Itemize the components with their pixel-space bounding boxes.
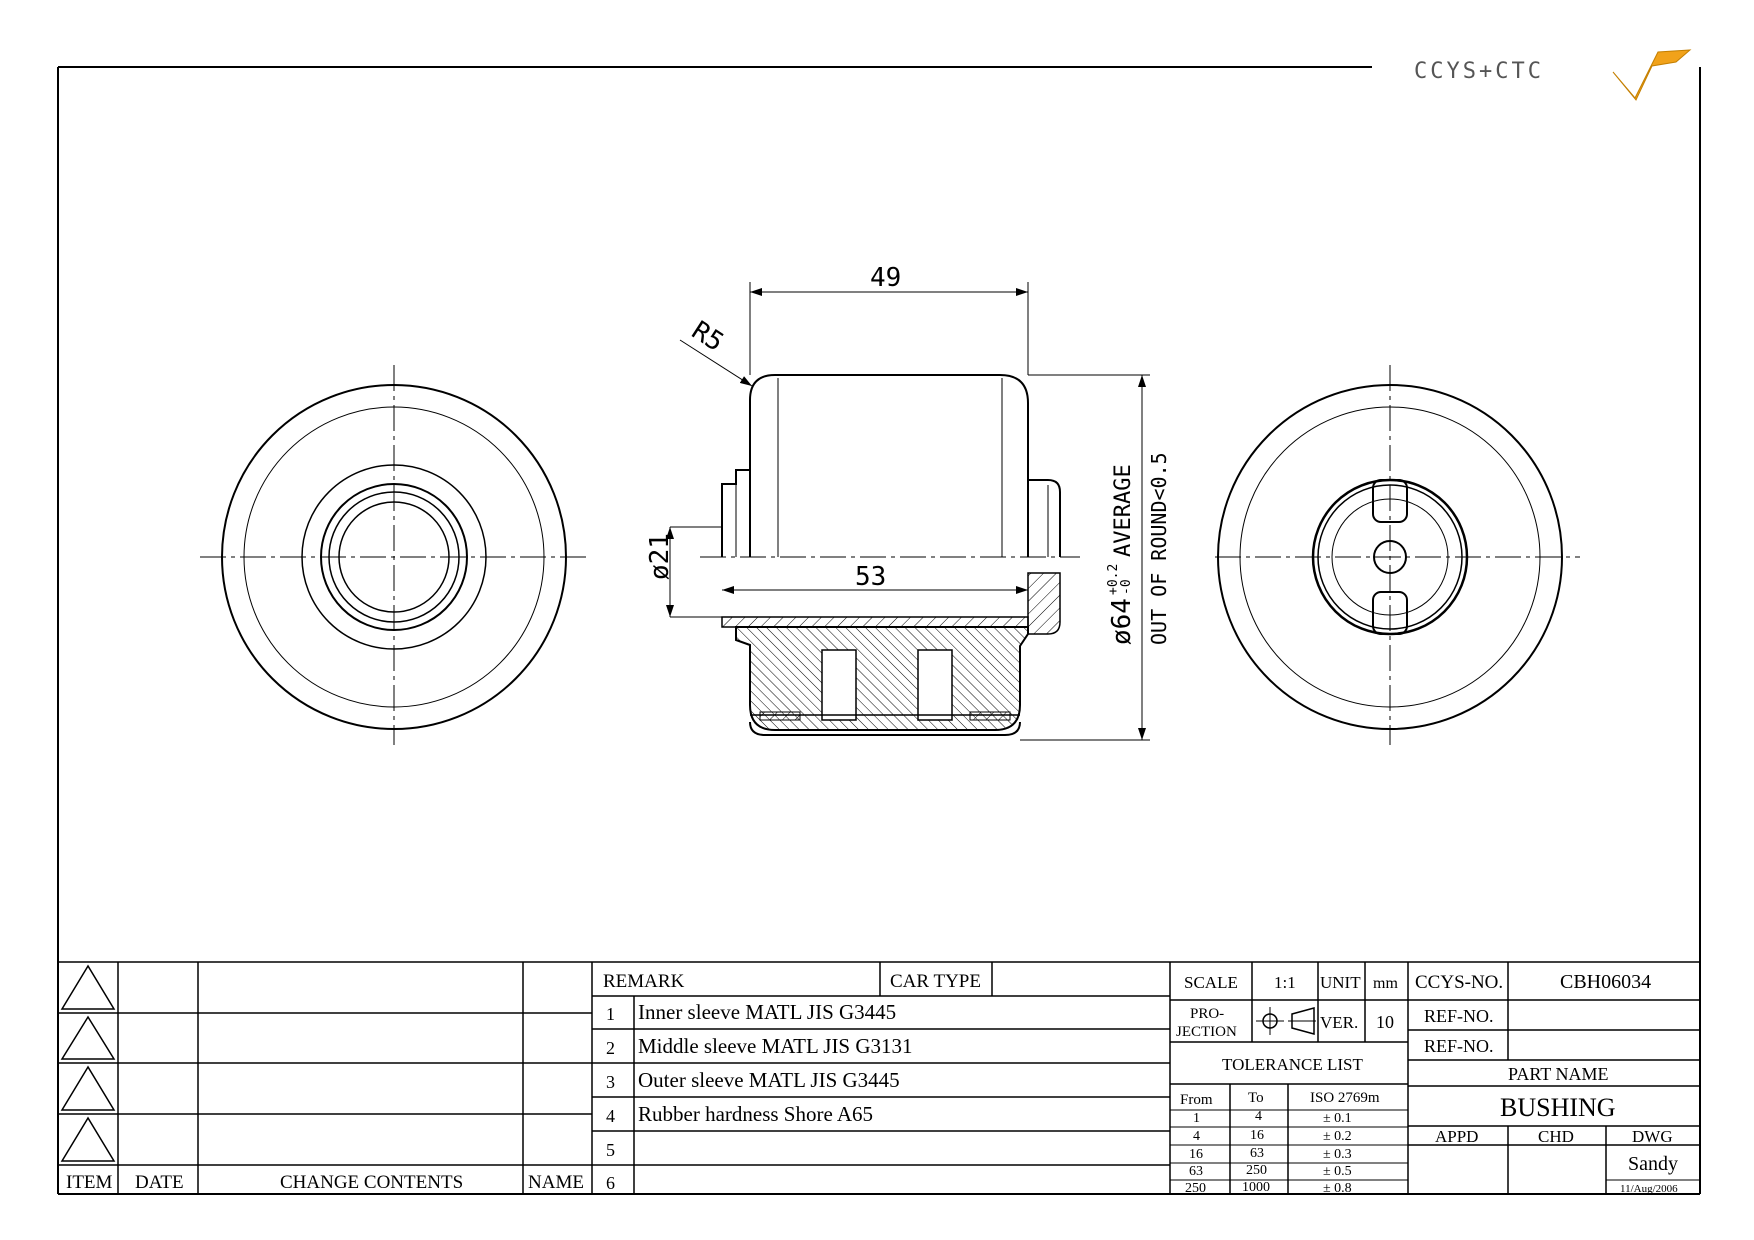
revision-headers: ITEM DATE CHANGE CONTENTS NAME [66, 1172, 584, 1193]
tol-value: ± 0.5 [1323, 1164, 1352, 1179]
tolerance-header-iso: ISO 2769m [1310, 1090, 1380, 1106]
header-change: CHANGE CONTENTS [280, 1172, 463, 1193]
ref-no-label-1: REF-NO. [1424, 1006, 1494, 1026]
remark-no: 5 [606, 1140, 615, 1160]
projection-symbol-icon [1256, 1007, 1316, 1035]
tol-to: 1000 [1242, 1180, 1270, 1195]
center-section-view [700, 374, 1080, 736]
tol-value: ± 0.1 [1323, 1111, 1352, 1126]
remark-no: 1 [606, 1004, 615, 1024]
dim-outer-tol-minus: -0 [1119, 579, 1134, 595]
chd-label: CHD [1538, 1127, 1574, 1146]
header-item: ITEM [66, 1172, 113, 1193]
ccys-no-value: CBH06034 [1560, 971, 1651, 993]
part-name-value: BUSHING [1500, 1093, 1616, 1122]
tol-to: 250 [1246, 1163, 1267, 1178]
remark-header: REMARK [603, 971, 685, 992]
remark-text: Rubber hardness Shore A65 [638, 1102, 873, 1126]
remarks-table: REMARK CAR TYPE 1 Inner sleeve MATL JIS … [603, 971, 981, 1193]
remark-no: 3 [606, 1072, 615, 1092]
dim-outer-tol-plus: +0.2 [1106, 564, 1121, 595]
scale-label: SCALE [1184, 973, 1238, 992]
tol-value: ± 0.3 [1323, 1147, 1352, 1162]
dimensions [666, 282, 1150, 741]
tol-to: 63 [1250, 1146, 1264, 1161]
ver-label: VER. [1320, 1013, 1358, 1032]
car-type-label: CAR TYPE [890, 971, 981, 992]
unit-value: mm [1373, 975, 1398, 992]
remark-text: Inner sleeve MATL JIS G3445 [638, 1000, 896, 1024]
dim-inner-diameter: ø21 [645, 533, 675, 580]
drawn-by: Sandy [1628, 1153, 1678, 1175]
remark-no: 2 [606, 1038, 615, 1058]
part-block: CCYS-NO. CBH06034 REF-NO. REF-NO. PART N… [1415, 971, 1678, 1195]
ver-value: 10 [1376, 1012, 1394, 1032]
left-end-view [200, 365, 590, 745]
title-block-grid [58, 961, 1700, 1194]
appd-label: APPD [1435, 1127, 1478, 1146]
tol-from: 250 [1185, 1181, 1206, 1196]
ref-no-label-2: REF-NO. [1424, 1036, 1494, 1056]
dim-radius: R5 [686, 316, 729, 358]
dim-outer-diameter: ø64 [1107, 598, 1137, 645]
dimension-texts: 49 R5 53 ø21 ø64 +0.2 -0 AVERAGE OUT OF … [645, 263, 1171, 645]
right-end-view [1215, 365, 1580, 745]
tol-value: ± 0.2 [1323, 1129, 1352, 1144]
unit-label: UNIT [1320, 973, 1361, 992]
scale-value: 1:1 [1274, 973, 1296, 992]
tol-to: 16 [1250, 1128, 1264, 1143]
projection-label-1: PRO- [1190, 1006, 1224, 1022]
remark-text: Outer sleeve MATL JIS G3445 [638, 1068, 900, 1092]
tolerance-header-from: From [1180, 1092, 1213, 1108]
tol-from: 1 [1193, 1111, 1200, 1126]
dwg-label: DWG [1632, 1127, 1673, 1146]
remark-no: 6 [606, 1173, 615, 1193]
dim-roundness-note: OUT OF ROUND<0.5 [1147, 452, 1171, 645]
tol-value: ± 0.8 [1323, 1181, 1352, 1196]
header-date: DATE [135, 1172, 184, 1193]
tolerance-title: TOLERANCE LIST [1222, 1055, 1363, 1074]
revision-triangles [60, 964, 116, 1162]
logo-text: CCYS+CTC [1414, 59, 1544, 84]
scale-block: SCALE 1:1 UNIT mm PRO- JECTION VER. 10 [1176, 973, 1398, 1040]
tol-from: 16 [1189, 1147, 1203, 1162]
tolerance-header-to: To [1248, 1090, 1264, 1106]
dim-length: 49 [870, 263, 901, 293]
header-name: NAME [528, 1172, 584, 1193]
dim-inner-length: 53 [855, 562, 886, 592]
dim-outer-note: AVERAGE [1111, 464, 1136, 557]
remark-no: 4 [606, 1106, 615, 1126]
company-logo: CCYS+CTC [1414, 49, 1692, 101]
tol-from: 63 [1189, 1164, 1203, 1179]
tol-from: 4 [1193, 1129, 1200, 1144]
projection-label-2: JECTION [1176, 1024, 1237, 1040]
part-name-label: PART NAME [1508, 1064, 1608, 1084]
remark-text: Middle sleeve MATL JIS G3131 [638, 1034, 913, 1058]
sheet-border [57, 66, 1701, 1195]
ccys-no-label: CCYS-NO. [1415, 972, 1503, 993]
drawing-date: 11/Aug/2006 [1620, 1183, 1678, 1195]
tolerance-list: TOLERANCE LIST From To ISO 2769m 1 4 ± 0… [1180, 1055, 1380, 1196]
tol-to: 4 [1255, 1109, 1262, 1124]
